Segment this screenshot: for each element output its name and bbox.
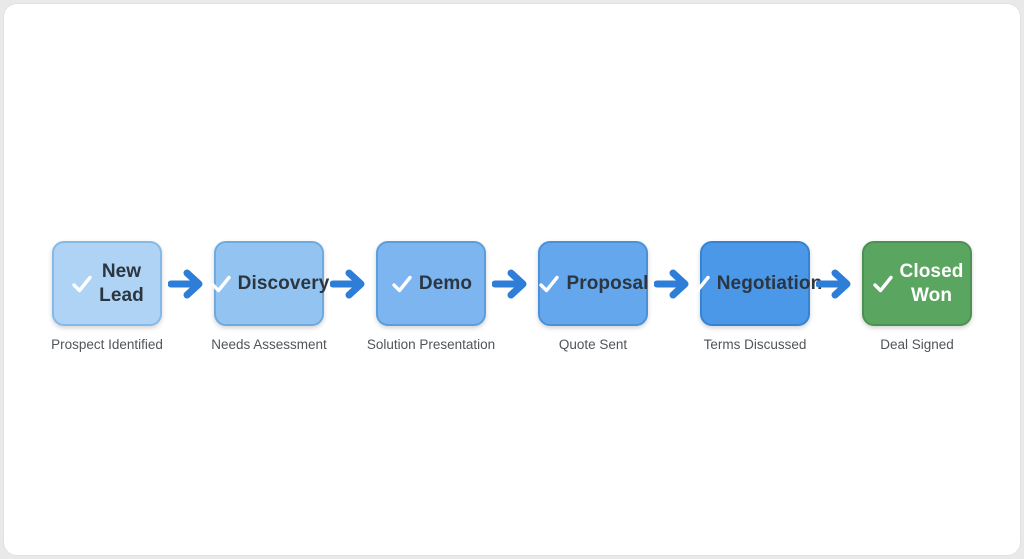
stage-discovery: Discovery Needs Assessment [210, 241, 329, 352]
arrow-right-icon [648, 241, 700, 326]
stage-box: Closed Won [862, 241, 972, 326]
stage-negotiation: Negotiation Terms Discussed [690, 241, 822, 352]
check-icon [390, 272, 414, 296]
stage-label: Negotiation [716, 272, 823, 294]
check-icon [537, 272, 561, 296]
stage-sublabel: Needs Assessment [211, 337, 327, 352]
canvas-card: New Lead Prospect Identified Discovery N… [3, 3, 1021, 556]
arrow-right-icon [810, 241, 862, 326]
stage-sublabel: Deal Signed [880, 337, 954, 352]
stage-box: New Lead [52, 241, 162, 326]
stage-label: New Lead [99, 260, 144, 306]
stage-closed-won: Closed Won Deal Signed [862, 241, 972, 352]
check-icon [209, 272, 233, 296]
stage-box: Proposal [538, 241, 648, 326]
arrow-right-icon [486, 241, 538, 326]
stage-label: Closed Won [899, 260, 964, 306]
stage-sublabel: Terms Discussed [703, 337, 807, 352]
stage-box: Demo [376, 241, 486, 326]
check-icon [871, 272, 895, 296]
arrow-right-icon [324, 241, 376, 326]
stage-label: Discovery [237, 272, 330, 294]
stage-box: Negotiation [690, 241, 822, 326]
stage-label: Proposal [566, 272, 649, 294]
stage-sublabel: Quote Sent [558, 337, 628, 352]
stage-label: Demo [418, 272, 473, 294]
stage-proposal: Proposal Quote Sent [538, 241, 648, 352]
stage-new-lead: New Lead Prospect Identified [51, 241, 163, 352]
check-icon [70, 272, 94, 296]
stage-sublabel: Solution Presentation [366, 337, 496, 352]
stage-sublabel: Prospect Identified [51, 337, 163, 352]
pipeline-flow: New Lead Prospect Identified Discovery N… [51, 241, 972, 352]
check-icon [688, 272, 712, 296]
stage-demo: Demo Solution Presentation [367, 241, 495, 352]
stage-box: Discovery [210, 241, 329, 326]
arrow-right-icon [162, 241, 214, 326]
